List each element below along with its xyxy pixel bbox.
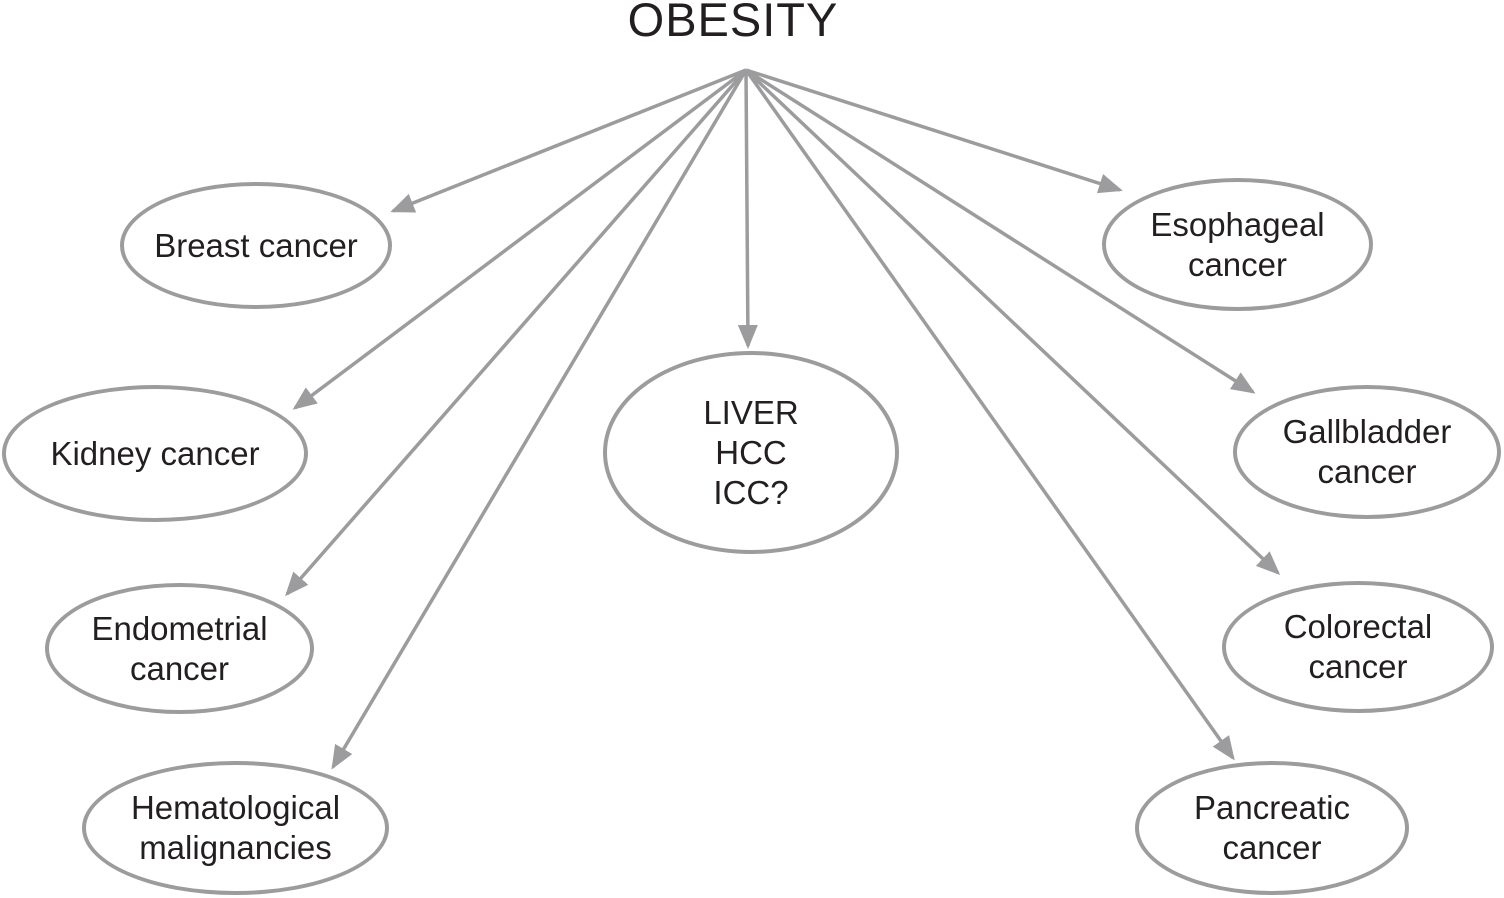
node-esophageal-cancer: Esophageal cancer — [1102, 178, 1373, 311]
node-breast-cancer: Breast cancer — [120, 182, 392, 309]
arrow-obesity-to-breast-cancer — [390, 68, 747, 213]
arrow-obesity-to-hematological-malignancies — [331, 69, 748, 770]
arrow-obesity-to-endometrial-cancer — [285, 68, 748, 597]
node-kidney-cancer: Kidney cancer — [2, 385, 308, 522]
arrow-obesity-to-kidney-cancer — [292, 68, 748, 410]
arrow-obesity-to-liver — [737, 69, 758, 349]
node-colorectal-cancer: Colorectal cancer — [1222, 581, 1494, 713]
node-endometrial-cancer: Endometrial cancer — [45, 583, 314, 714]
arrow-obesity-to-colorectal-cancer — [744, 68, 1281, 576]
node-hematological-malignancies: Hematological malignancies — [82, 761, 389, 895]
node-liver-hcc-icc: LIVER HCC ICC? — [603, 351, 899, 554]
arrow-obesity-to-gallbladder-cancer — [745, 68, 1256, 394]
diagram-title: OBESITY — [627, 0, 839, 46]
arrow-obesity-to-esophageal-cancer — [745, 68, 1123, 194]
node-gallbladder-cancer: Gallbladder cancer — [1233, 385, 1501, 519]
arrow-obesity-to-pancreatic-cancer — [744, 68, 1235, 761]
node-pancreatic-cancer: Pancreatic cancer — [1135, 761, 1409, 895]
